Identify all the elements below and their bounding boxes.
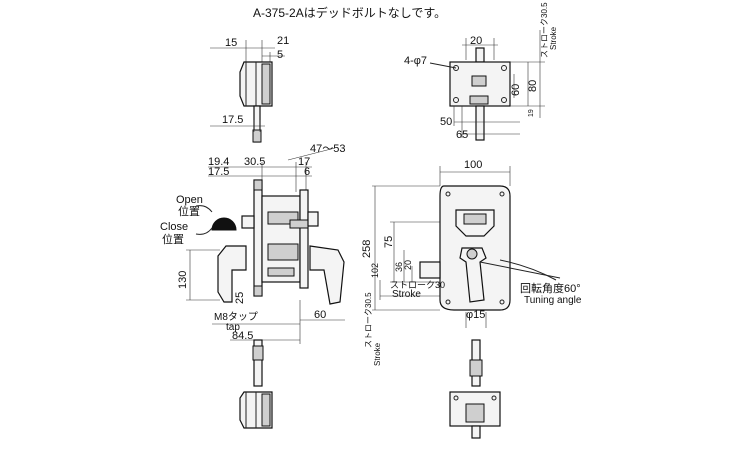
drawing-title: A-375-2Aはデッドボルトなしです。 <box>253 5 446 20</box>
dim-100: 100 <box>464 159 482 171</box>
hole-label: 4-φ7 <box>404 55 427 67</box>
side-view <box>186 147 345 429</box>
dim-19-4: 19.4 <box>208 156 229 168</box>
dim-25: 25 <box>234 292 246 304</box>
close-label-jp: 位置 <box>162 232 184 246</box>
stroke-en-top: Stroke <box>549 26 558 50</box>
stroke-en-side: Stroke <box>373 342 382 366</box>
top-left-bolt-view <box>210 40 285 143</box>
m8-tap-jp: M8タップ <box>214 311 258 323</box>
dim-102: 102 <box>370 263 380 278</box>
dim-19-top: 19 <box>528 109 535 117</box>
top-right-bolt-view <box>429 30 545 141</box>
stroke30-en: Stroke <box>392 289 421 300</box>
dim-15: 15 <box>225 37 237 49</box>
stroke-jp-side: ストローク30.5 <box>364 292 373 348</box>
dim-21: 21 <box>277 35 289 47</box>
dim-75: 75 <box>383 236 395 248</box>
dim-50-top: 50 <box>440 116 452 128</box>
close-label-en: Close <box>160 221 188 233</box>
dim-60-side: 60 <box>314 309 326 321</box>
dim-65-top: 65 <box>456 129 468 141</box>
dim-258: 258 <box>361 240 373 258</box>
dim-20-front: 20 <box>403 260 413 270</box>
tuning-angle-jp: 回転角度60° <box>520 281 581 295</box>
open-label-jp: 位置 <box>178 204 200 218</box>
dim-phi15: φ15 <box>466 309 485 321</box>
dim-47-53: 47～53 <box>310 143 345 155</box>
tuning-angle-en: Tuning angle <box>524 295 582 306</box>
stroke-jp-top: ストローク30.5 <box>540 2 549 58</box>
dim-80-top: 80 <box>527 80 539 92</box>
dim-17-5-side: 17.5 <box>208 166 229 178</box>
dim-17-5-top: 17.5 <box>222 114 243 126</box>
dim-30-5: 30.5 <box>244 156 265 168</box>
dim-20-top: 20 <box>470 35 482 47</box>
dim-130: 130 <box>177 271 189 289</box>
dim-5: 5 <box>277 49 283 61</box>
dim-36: 36 <box>394 262 404 272</box>
stroke30-jp: ストローク30 <box>390 280 445 290</box>
open-label-en: Open <box>176 194 203 206</box>
m8-tap-en: tap <box>226 322 240 333</box>
dim-84-5: 84.5 <box>232 330 253 342</box>
dim-6: 6 <box>304 166 310 178</box>
front-view <box>372 166 561 439</box>
dim-17: 17 <box>298 156 310 168</box>
dim-60-top: 60 <box>510 84 522 96</box>
